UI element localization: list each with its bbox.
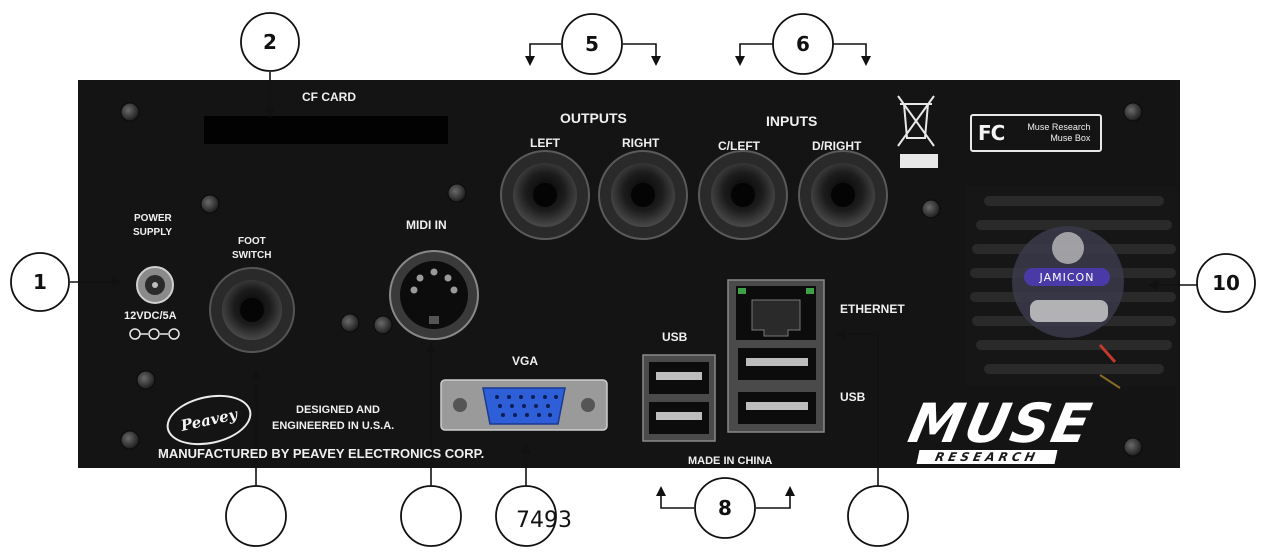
fcc-text: Muse Research Muse Box xyxy=(1010,122,1090,144)
power-rating-label: 12VDC/5A xyxy=(124,310,177,322)
callout-1: 1 xyxy=(33,270,47,294)
callout-6-arrows xyxy=(735,43,871,66)
foot-switch-label-line2: SWITCH xyxy=(232,250,272,261)
weee-bar xyxy=(900,154,938,168)
made-in-label: MADE IN CHINA xyxy=(688,455,773,467)
callout-vga-number: 7493 xyxy=(516,508,572,533)
ethernet-label: ETHERNET xyxy=(840,302,905,316)
foot-switch-label-line1: FOOT xyxy=(238,236,266,247)
cf-card-label: CF CARD xyxy=(302,90,356,104)
peavey-logo-text: Peavey xyxy=(179,405,239,435)
output-left-jack xyxy=(500,150,590,240)
input-d-right-label: D/RIGHT xyxy=(812,139,862,153)
fan-brand-badge: JAMICON xyxy=(1024,268,1110,286)
usb-top-label: USB xyxy=(662,330,688,344)
fcc-mark: FC xyxy=(978,121,1005,145)
fcc-label-box: FC Muse Research Muse Box xyxy=(970,114,1102,152)
vga-port xyxy=(440,379,608,431)
callout-ethernet xyxy=(848,486,908,546)
midi-in-label: MIDI IN xyxy=(406,218,447,232)
weee-bin-icon xyxy=(897,95,935,147)
callout-midi xyxy=(401,486,461,546)
output-left-label: LEFT xyxy=(530,136,560,150)
fcc-text-line2: Muse Box xyxy=(1050,133,1091,143)
callout-8-arrows xyxy=(656,486,795,509)
callout-circles xyxy=(10,12,1256,547)
callout-5: 5 xyxy=(585,32,599,56)
power-supply-jack xyxy=(136,266,174,304)
callout-8: 8 xyxy=(718,496,732,520)
designed-label-line1: DESIGNED AND xyxy=(296,404,380,416)
cf-card-slot xyxy=(204,116,448,144)
usb-right-label: USB xyxy=(840,390,866,404)
power-supply-label-line2: SUPPLY xyxy=(133,227,173,238)
polarity-symbol xyxy=(129,328,180,340)
input-c-left-label: C/LEFT xyxy=(718,139,760,153)
manufactured-label: MANUFACTURED BY PEAVEY ELECTRONICS CORP. xyxy=(158,446,485,461)
callout-6: 6 xyxy=(796,32,810,56)
muse-logo-word: MUSE xyxy=(903,392,1099,455)
designed-label-line2: ENGINEERED IN U.S.A. xyxy=(272,420,395,432)
muse-logo-sub: RESEARCH xyxy=(916,450,1058,464)
callout-ethernet-arrow xyxy=(836,329,879,486)
callout-5-arrows xyxy=(525,43,661,66)
power-supply-label-line1: POWER xyxy=(134,213,172,224)
fcc-text-line1: Muse Research xyxy=(1027,122,1091,132)
callout-10: 10 xyxy=(1212,271,1240,295)
vga-label: VGA xyxy=(512,354,539,368)
output-right-jack xyxy=(598,150,688,240)
muse-research-logo: MUSE RESEARCH xyxy=(903,392,1098,464)
fan-grille xyxy=(966,186,1178,389)
input-d-right-jack xyxy=(798,150,888,240)
output-right-label: RIGHT xyxy=(622,136,660,150)
usb-ports-left xyxy=(642,354,716,442)
callout-2: 2 xyxy=(263,30,277,54)
foot-switch-jack xyxy=(209,267,295,353)
midi-in-port xyxy=(389,250,479,340)
panel-screws xyxy=(120,102,1169,457)
outputs-label: OUTPUTS xyxy=(560,110,627,126)
input-c-left-jack xyxy=(698,150,788,240)
inputs-label: INPUTS xyxy=(766,113,818,129)
callout-foot-switch xyxy=(226,486,286,546)
ethernet-usb-stack xyxy=(727,279,825,433)
